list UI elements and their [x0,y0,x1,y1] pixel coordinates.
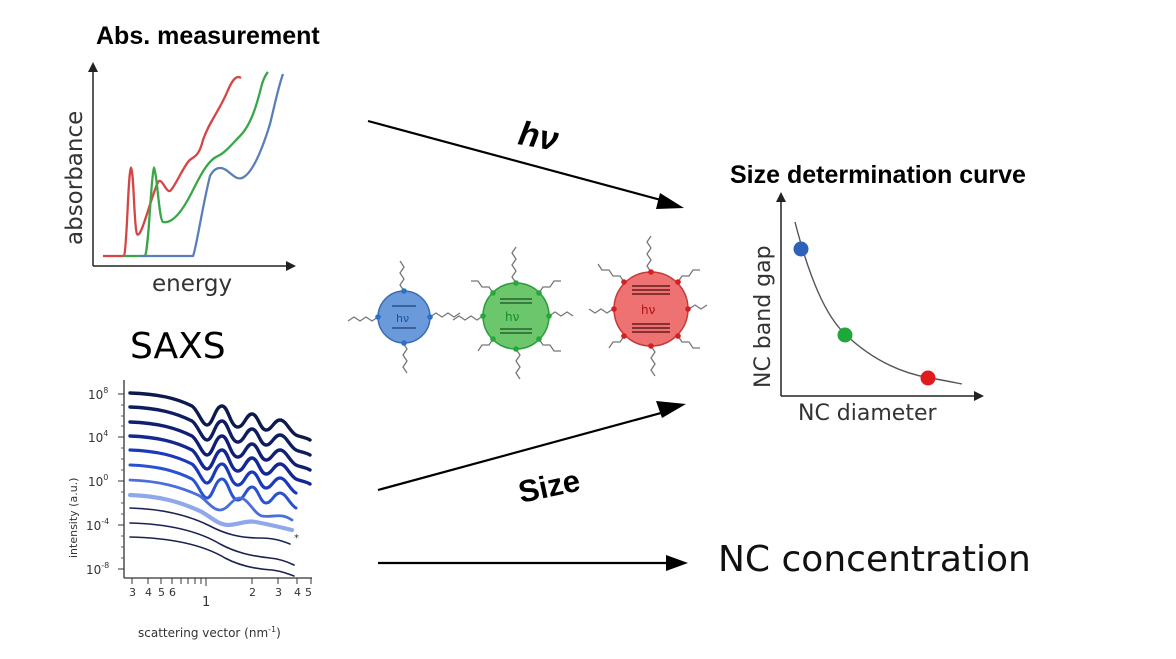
size-label: Size [515,463,583,510]
saxs-ytick-label: 10-8 [86,561,109,577]
saxs-curve-8 [127,492,295,533]
saxs-panel: SAXS 108 104 100 10-4 1 [67,326,312,640]
nanocrystal-medium-green: hν [452,246,574,380]
saxs-curve-7 [128,478,294,522]
saxs-ytick-label: 108 [88,386,108,402]
saxs-curve-3 [128,420,312,472]
size-curve-ylabel: NC band gap [751,245,776,388]
nanocrystal-large-red: hν [588,235,708,377]
saxs-xtick-label: 3 [129,586,136,599]
nanocrystals: hν hν [347,235,708,380]
arrowhead-top [656,193,684,209]
absorbance-title: Abs. measurement [96,22,320,50]
saxs-xtick-label: 4 [145,586,152,599]
size-curve-title: Size determination curve [730,161,1026,189]
arrow-to-size-curve-bottom [377,408,673,492]
saxs-xtick-label: 2 [249,586,256,599]
blue-nanocrystal-hv-label: hν [396,312,409,325]
saxs-asterisk: * [294,533,299,544]
size-curve-y-arrow [776,192,786,202]
blue-size-point [793,241,809,257]
red-nanocrystal-hv-label: hν [641,303,656,317]
saxs-curve-11 [129,536,295,577]
absorbance-x-arrow [286,261,296,271]
blue-absorbance-curve [140,73,285,258]
saxs-xtick-label: 3 [275,586,282,599]
saxs-xtick-label: 6 [169,586,176,599]
red-size-point [920,370,936,386]
saxs-ytick-label: 104 [88,429,108,445]
green-nanocrystal-hv-label: hν [505,310,520,324]
arrow-to-size-curve-top [367,119,673,205]
saxs-ytick-label: 100 [88,473,108,489]
saxs-xtick-label: 4 [294,586,301,599]
saxs-ylabel: intensity (a.u.) [67,478,80,558]
size-curve-x-arrow [974,391,984,401]
absorbance-panel: Abs. measurement absorbance energy [62,22,320,297]
saxs-xlabel: scattering vector (nm-1) [138,625,281,640]
size-determination-panel: Size determination curve NC band gap NC … [730,161,1026,426]
saxs-xtick-label: 1 [202,595,210,610]
saxs-curve-10 [129,522,295,566]
saxs-xtick-label: 5 [158,586,165,599]
nc-concentration-label: NC concentration [718,539,1031,580]
green-size-point [837,327,853,343]
saxs-x-ticks [131,578,312,586]
saxs-curve-4 [128,434,312,486]
nanocrystal-small-blue: hν [347,260,461,374]
absorbance-y-arrow [88,62,98,72]
size-curve-xlabel: NC diameter [798,401,937,426]
saxs-curve-9 [129,507,291,545]
arrowhead-bottom [666,555,688,571]
absorbance-axes [88,62,296,271]
saxs-x-tick-labels: 3 4 5 6 1 2 3 4 5 [129,586,312,610]
green-absorbance-curve [124,71,269,258]
saxs-xtick-label: 5 [305,586,312,599]
arrowhead-middle [656,401,686,418]
hv-label: hν [516,114,562,158]
size-determination-curve [794,221,963,385]
saxs-y-tick-labels: 108 104 100 10-4 10-8 [86,386,109,577]
saxs-title: SAXS [130,326,226,367]
red-absorbance-curve [103,75,242,258]
saxs-y-ticks [118,393,124,570]
saxs-curve-5 [128,448,298,495]
saxs-ytick-label: 10-4 [86,517,109,533]
saxs-curve-1 [128,391,312,442]
absorbance-ylabel: absorbance [62,111,88,245]
saxs-curve-2 [128,405,312,457]
absorbance-xlabel: energy [152,271,232,297]
saxs-curves [127,391,312,577]
